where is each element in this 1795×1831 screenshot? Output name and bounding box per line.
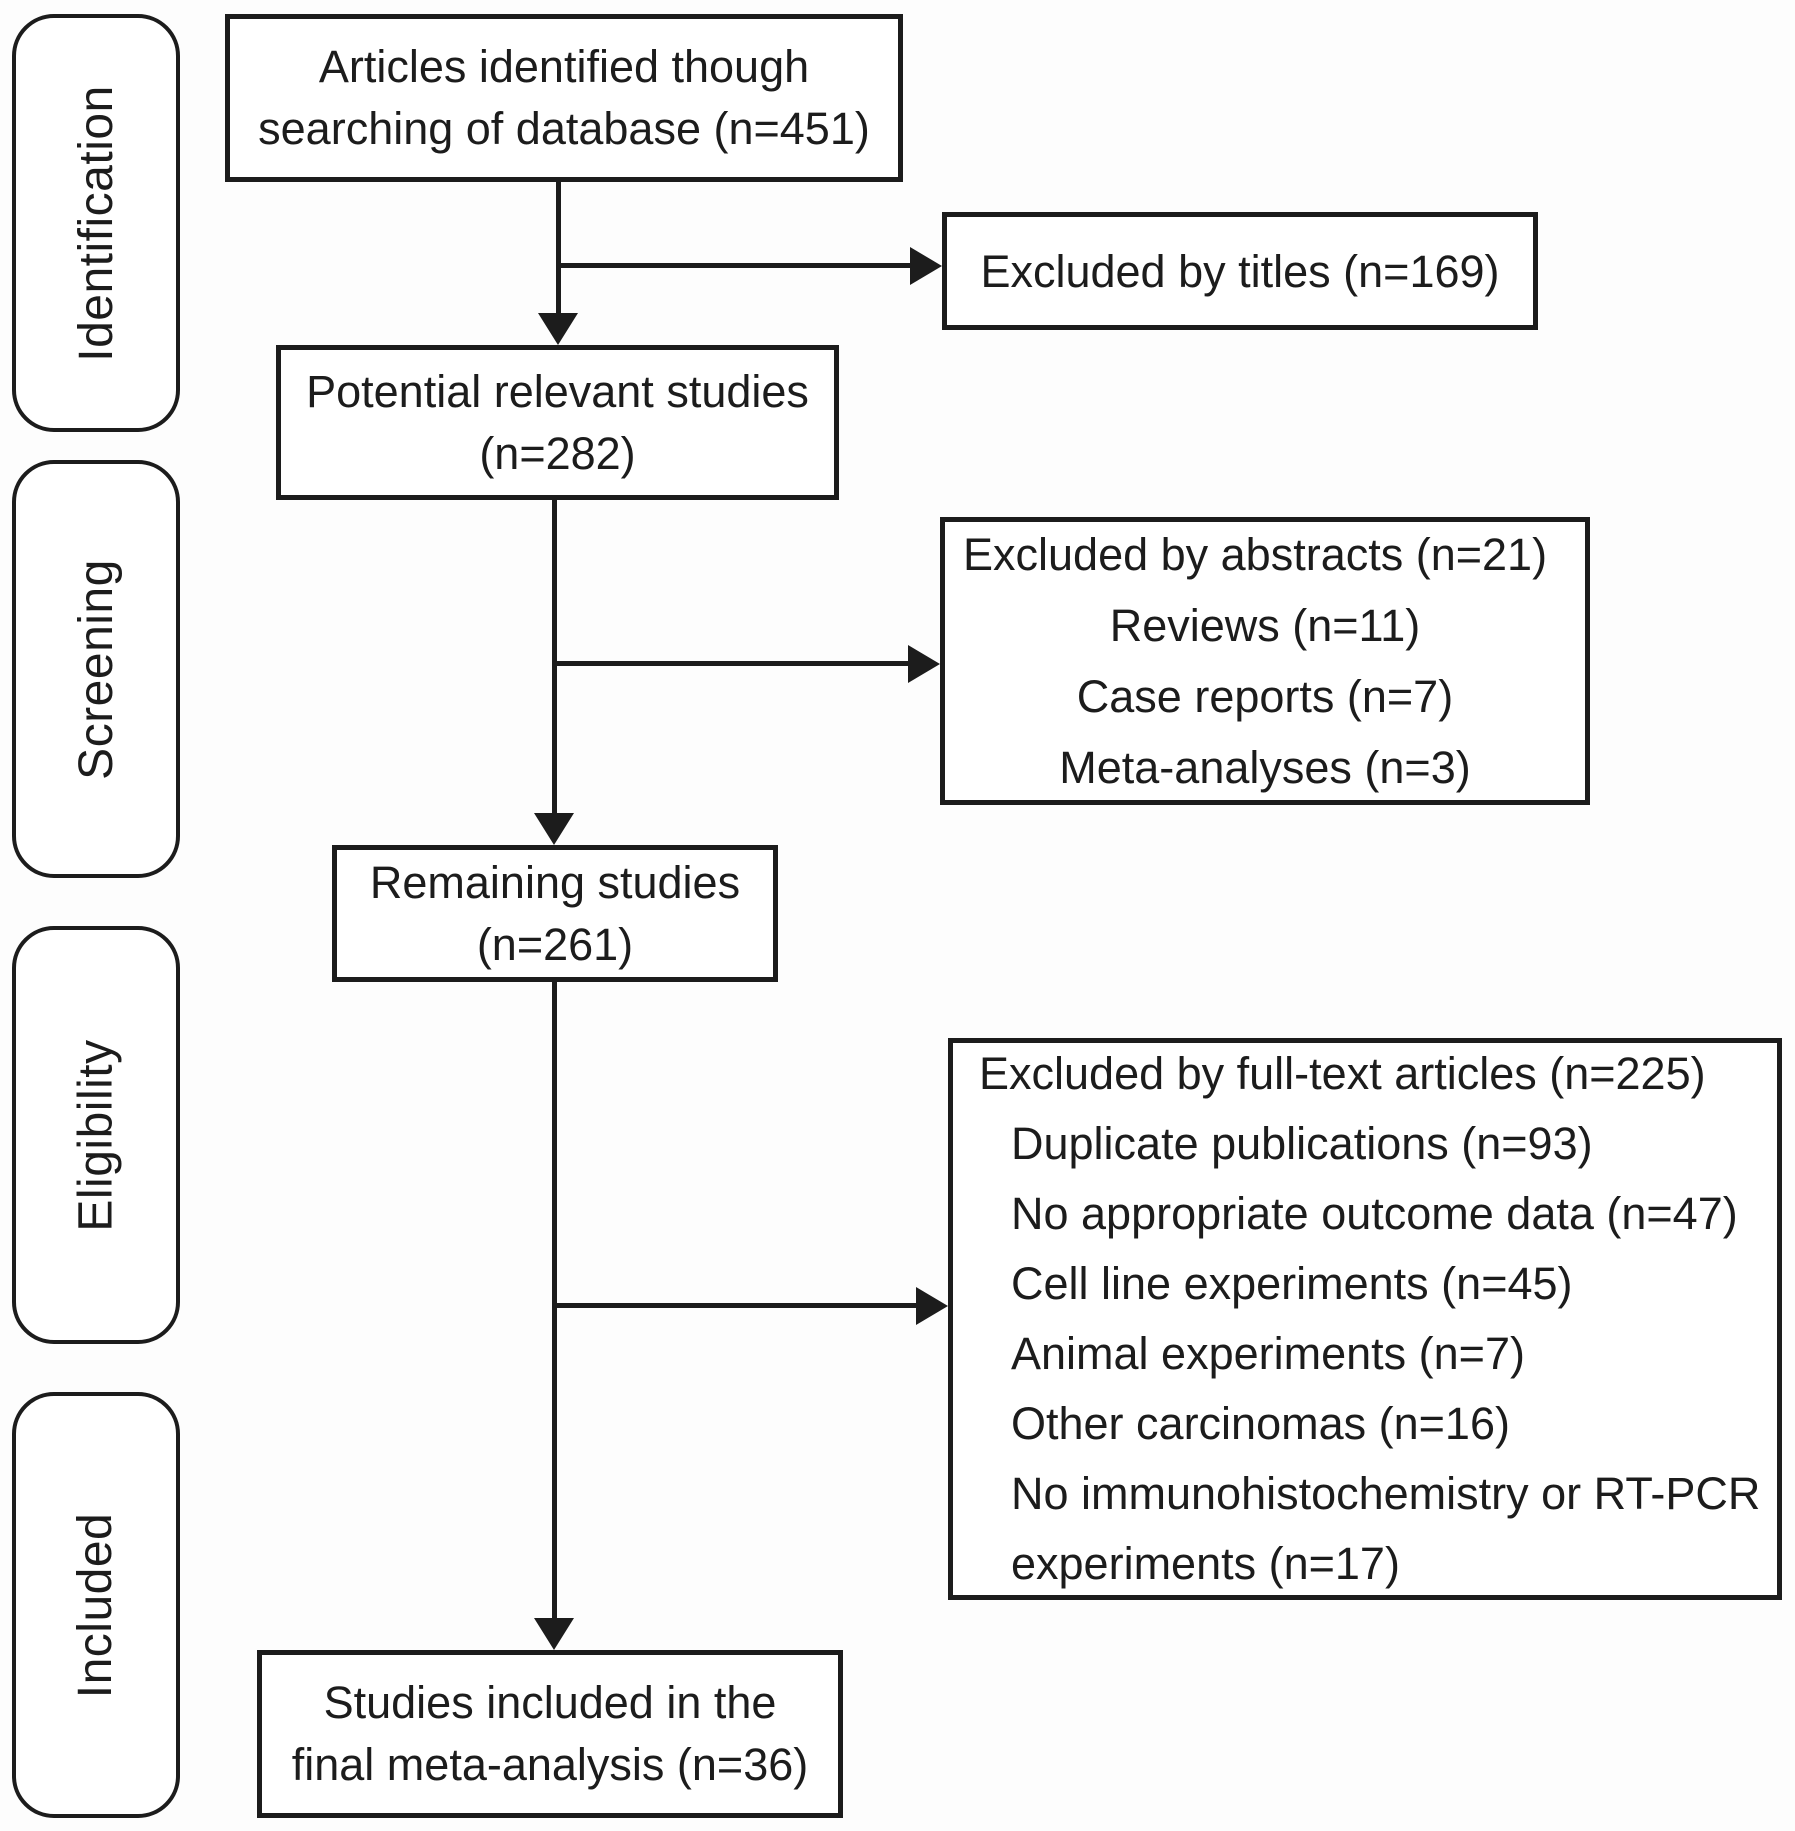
exclusion-title: Excluded by abstracts (n=21): [963, 529, 1548, 580]
box-line: (n=261): [476, 918, 634, 970]
box-remaining-studies: Remaining studies (n=261): [332, 845, 778, 982]
arrow-branch-excluded-abstracts-head: [908, 645, 940, 683]
stage-eligibility: Eligibility: [12, 926, 180, 1344]
exclusion-item: Duplicate publications (n=93): [1011, 1118, 1593, 1169]
exclusion-item: Other carcinomas (n=16): [1011, 1398, 1510, 1449]
exclusion-title: Excluded by titles (n=169): [980, 245, 1500, 297]
arrow-branch-excluded-fulltext-head: [916, 1287, 948, 1325]
stage-label: Included: [69, 1512, 123, 1698]
box-excluded-by-titles: Excluded by titles (n=169): [942, 212, 1538, 330]
box-articles-identified: Articles identified though searching of …: [225, 14, 903, 182]
stage-label: Identification: [69, 84, 123, 362]
arrow-remaining-to-included-head: [534, 1618, 574, 1650]
box-excluded-by-fulltext: Excluded by full-text articles (n=225) D…: [948, 1038, 1782, 1600]
arrow-branch-excluded-titles-head: [910, 247, 942, 285]
stage-included: Included: [12, 1392, 180, 1818]
box-line: final meta-analysis (n=36): [291, 1739, 809, 1790]
box-line: Studies included in the: [323, 1677, 777, 1728]
exclusion-title: Excluded by full-text articles (n=225): [979, 1048, 1706, 1099]
box-line: Potential relevant studies: [306, 365, 809, 417]
arrow-remaining-to-included-stem: [552, 982, 557, 1618]
exclusion-item: No immunohistochemistry or RT-PCR experi…: [1011, 1468, 1761, 1589]
box-line: searching of database (n=451): [258, 103, 870, 154]
stage-identification: Identification: [12, 14, 180, 432]
arrow-identified-to-potential-head: [538, 313, 578, 345]
exclusion-item: Animal experiments (n=7): [1011, 1328, 1525, 1379]
arrow-identified-to-potential-stem: [556, 182, 561, 317]
arrow-potential-to-remaining-head: [534, 813, 574, 845]
exclusion-item: Meta-analyses (n=3): [1059, 742, 1471, 793]
exclusion-item: Cell line experiments (n=45): [1011, 1258, 1573, 1309]
arrow-branch-excluded-fulltext-stem: [552, 1303, 916, 1308]
exclusion-item: No appropriate outcome data (n=47): [1011, 1188, 1738, 1239]
box-excluded-by-abstracts: Excluded by abstracts (n=21) Reviews (n=…: [940, 517, 1590, 805]
arrow-branch-excluded-abstracts-stem: [552, 661, 908, 666]
box-line: Articles identified though: [318, 41, 810, 92]
stage-screening: Screening: [12, 460, 180, 878]
exclusion-item: Reviews (n=11): [1109, 600, 1421, 651]
exclusion-item: Case reports (n=7): [1076, 671, 1454, 722]
box-studies-included-final: Studies included in the final meta-analy…: [257, 1650, 843, 1818]
arrow-potential-to-remaining-stem: [552, 500, 557, 815]
box-line: Remaining studies: [369, 856, 741, 908]
box-potential-relevant-studies: Potential relevant studies (n=282): [276, 345, 839, 500]
stage-label: Screening: [69, 558, 123, 780]
box-line: (n=282): [479, 427, 636, 479]
arrow-branch-excluded-titles-stem: [556, 263, 912, 268]
stage-label: Eligibility: [69, 1038, 123, 1232]
